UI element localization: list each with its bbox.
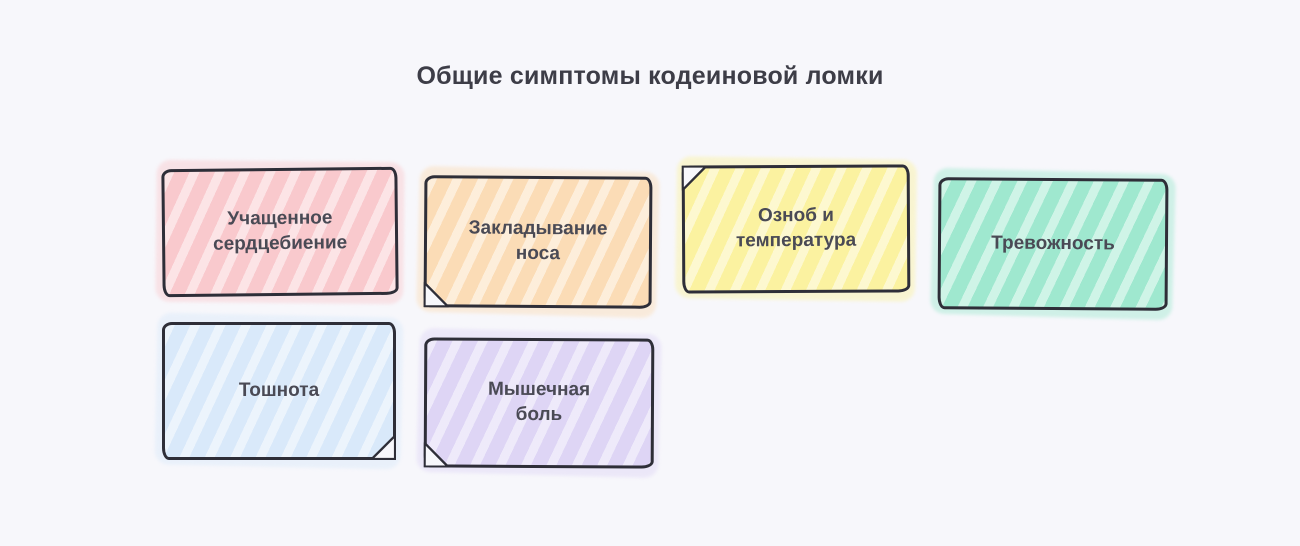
symptom-label: Тошнота (238, 379, 320, 401)
fold-corner-icon (370, 434, 396, 460)
symptom-label: Учащенное сердцебиение (212, 207, 348, 255)
note-paper: Мышечная боль (423, 337, 655, 469)
note-paper: Закладывание носа (423, 175, 653, 309)
fold-corner-icon (423, 281, 450, 308)
symptom-card: Тревожность (930, 167, 1176, 321)
fold-corner-icon (681, 165, 708, 192)
symptom-card: Мышечная боль (416, 327, 662, 479)
symptom-card: Закладывание носа (416, 165, 660, 319)
symptom-label: Озноб и температура (735, 205, 857, 252)
note-paper: Учащенное сердцебиение (161, 166, 399, 298)
symptom-card: Учащенное сердцебиение (155, 159, 405, 305)
symptom-label: Тревожность (991, 232, 1115, 255)
note-paper: Тошнота (162, 322, 396, 460)
symptom-label: Мышечная боль (487, 379, 591, 426)
symptom-card: Озноб и температура (674, 156, 918, 302)
symptom-label: Закладывание носа (468, 217, 608, 265)
note-paper: Тревожность (937, 177, 1169, 311)
fold-corner-icon (423, 441, 450, 468)
diagram-title: Общие симптомы кодеиновой ломки (416, 62, 884, 90)
symptom-card: Тошнота (154, 312, 404, 470)
note-paper: Озноб и температура (681, 164, 911, 294)
